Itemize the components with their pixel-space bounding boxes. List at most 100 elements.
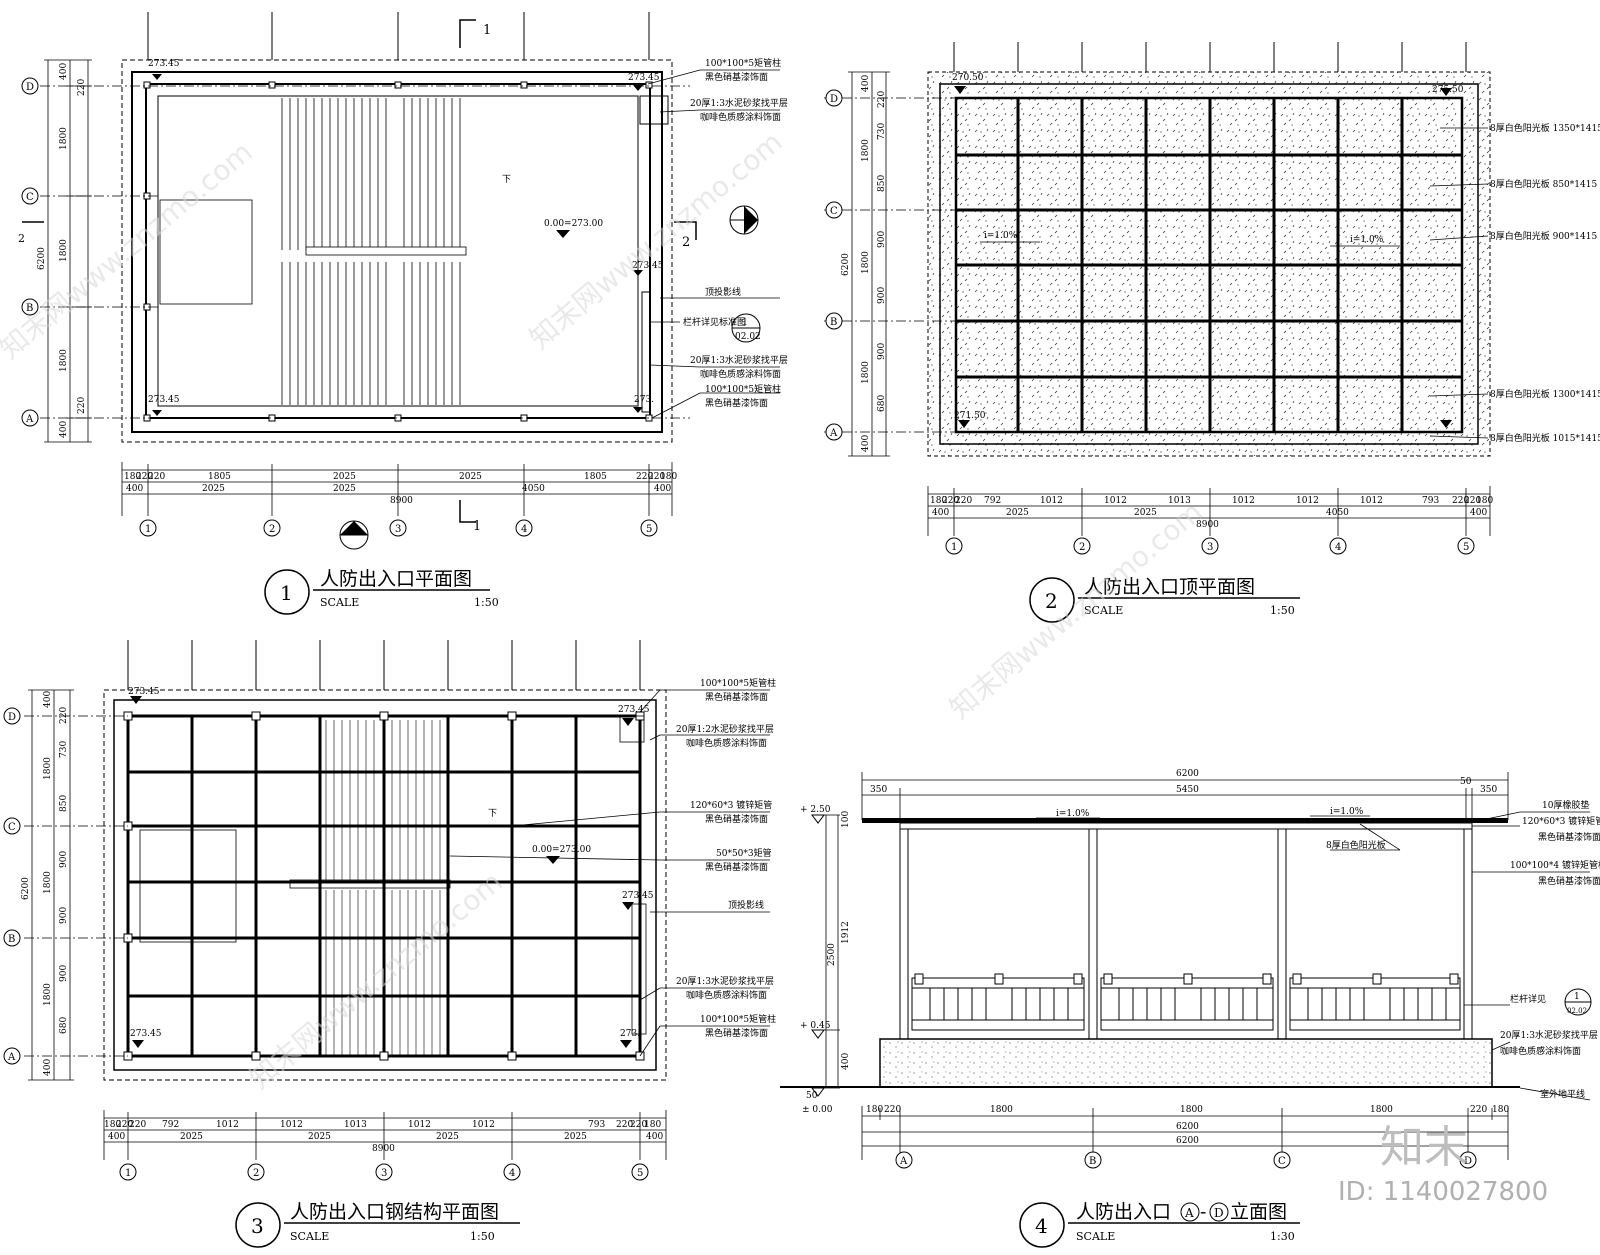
d1-elev-4: 273.45 (148, 395, 180, 405)
d4-dim-left-3: 400 (841, 1053, 851, 1070)
d1-dim-b1-4: 2025 (333, 472, 356, 482)
d2-slope-1: i=1.0% (984, 231, 1018, 241)
d2-elev-1: 270.50 (952, 73, 984, 83)
d1-note-6: 栏杆详见标准图 (683, 316, 746, 328)
d1-axis-A: A (25, 414, 34, 425)
d3-dim-b2-3: 2025 (436, 1132, 459, 1142)
d1-note-7: 20厚1:3水泥砂浆找平层 (690, 354, 788, 366)
d4-scale: 1:30 (1270, 1230, 1295, 1243)
d2-axis-1: 1 (951, 542, 957, 553)
d2-dim-left-5: 900 (877, 231, 887, 248)
d2-dim-b1-13: 180 (1476, 496, 1493, 506)
d4-dim-left-4: 50 (806, 1091, 818, 1101)
d4-note-1: 10厚橡胶垫 (1542, 799, 1589, 811)
d2-dim-left-7: 900 (877, 343, 887, 360)
d3-dim-b1-12: 180 (644, 1120, 661, 1130)
d4-dim-b1-0: 180 (866, 1105, 883, 1115)
d3-axis-A: A (7, 1052, 16, 1063)
d2-axis-3: 3 (1207, 542, 1213, 553)
d1-dim-b-total: 8900 (390, 496, 413, 506)
d1-elev-1: 273.45 (148, 59, 180, 69)
d1-scale: 1:50 (474, 596, 499, 609)
d2-title-number: 2 (1045, 589, 1058, 613)
d1-dim-b1-5: 2025 (459, 472, 482, 482)
d3-elev-1: 273.45 (128, 687, 160, 697)
d3-note-6: 黑色硝基漆饰面 (705, 813, 768, 825)
d1-axis-1: 1 (145, 524, 151, 535)
d3-axis-2: 2 (253, 1168, 259, 1179)
d4-note-10: 室外地平线 (1540, 1088, 1585, 1100)
d4-note-2: 120*60*3 镀锌矩管 (1522, 815, 1600, 827)
d2-axis-C: C (830, 206, 838, 217)
d2-dim-b-total: 8900 (1196, 520, 1219, 530)
d1-dim-b1-2: 220 (148, 472, 165, 482)
d3-dim-left-5: 900 (59, 851, 69, 868)
watermark-2: 知末网www.znzmo.com (523, 125, 788, 355)
d3-dim-b1-10: 220 (616, 1120, 633, 1130)
d1-note-5: 顶投影线 (705, 286, 741, 298)
d4-title-number: 4 (1035, 1214, 1048, 1238)
d2-dim-b1-0: 180 (930, 496, 947, 506)
d2-dim-b1-2: 220 (955, 496, 972, 506)
d2-dim-b1-12: 220 (1464, 496, 1481, 506)
d3-dim-b2-5: 400 (646, 1132, 663, 1142)
d3-axis-4: 4 (509, 1168, 515, 1179)
d4-axis-D: D (1464, 1156, 1472, 1167)
d4-slope-1: i=1.0% (1056, 809, 1090, 819)
d2-dim-b1-9: 1012 (1360, 496, 1383, 506)
d3-dim-b2-1: 2025 (180, 1132, 203, 1142)
d1-dim-left-8: 400 (59, 421, 69, 438)
d1-elev-2: 273.45 (628, 73, 660, 83)
d4-level-mid: + 0.45 (800, 1021, 831, 1031)
d2-dim-b1-7: 1012 (1232, 496, 1255, 506)
d4-dim-b2: 6200 (1176, 1122, 1199, 1132)
d2-title: 人防出入口顶平面图 (1084, 576, 1255, 598)
d3-elev-5: 273. (620, 1029, 640, 1039)
d1-dim-b2-1: 2025 (202, 484, 225, 494)
d2-dim-b2-0: 400 (932, 508, 949, 518)
d2-dim-left-11: 400 (861, 435, 871, 452)
d1-dim-b1-1: 220 (136, 472, 153, 482)
d1-dim-left-3: 1800 (59, 127, 69, 150)
d1-dim-b1-7: 220 (636, 472, 653, 482)
d4-note-5: 黑色硝基漆饰面 (1538, 875, 1600, 887)
d2-note-4: 8厚白色阳光板 1300*1415 (1490, 388, 1600, 400)
d3-axis-C: C (8, 822, 16, 833)
d1-dim-b2-2: 2025 (333, 484, 356, 494)
d1-dim-b1-0: 180 (124, 472, 141, 482)
d4-dim-top-1: 5450 (1176, 785, 1199, 795)
d3-note-12: 100*100*5矩管柱 (700, 1013, 776, 1025)
d2-axis-B: B (830, 317, 837, 328)
d3-note-10: 20厚1:3水泥砂浆找平层 (676, 975, 774, 987)
d1-section-mark-left: 2 (18, 232, 25, 245)
d1-section-mark-top: 1 (483, 23, 491, 38)
svg-text:02.02: 02.02 (735, 332, 761, 342)
d2-elev-3: 271.50 (954, 411, 986, 421)
watermark-4: 知末网www.znzmo.com (243, 865, 508, 1095)
d4-note-4: 100*100*4 镀锌矩管柱 (1510, 859, 1600, 871)
d4-dim-b1-4: 1800 (1370, 1105, 1393, 1115)
d4-level-top: + 2.50 (800, 805, 831, 815)
d3-dim-left-g1: 1800 (43, 871, 53, 894)
d4-note-3: 黑色硝基漆饰面 (1538, 831, 1600, 843)
d2-dim-left-3: 730 (877, 123, 887, 140)
d1-title-block: 1 人防出入口平面图 SCALE 1:50 (264, 568, 499, 615)
d1-note-1: 100*100*5矩管柱 (705, 57, 781, 69)
d4-dim-left-2: 2500 (827, 943, 837, 966)
d2-axis-A: A (829, 428, 838, 439)
d1-dim-b2-3: 4050 (522, 484, 545, 494)
d1-note-9: 100*100*5矩管柱 (705, 383, 781, 395)
d2-dim-b1-8: 1012 (1296, 496, 1319, 506)
d3-elev-floor: 0.00=273.00 (532, 845, 591, 855)
d4-note-6: 8厚白色阳光板 (1326, 839, 1386, 851)
d1-axis-2: 2 (269, 524, 275, 535)
d3-dim-b-total: 8900 (372, 1144, 395, 1154)
d3-note-5: 120*60*3 镀锌矩管 (690, 799, 772, 811)
d3-dim-left-6: 900 (59, 907, 69, 924)
d1-dim-b1-3: 1805 (208, 472, 231, 482)
d1-dim-left-4: 1800 (59, 239, 69, 262)
d3-dim-left-4: 850 (59, 795, 69, 812)
d3-elev-4: 273.45 (130, 1029, 162, 1039)
d2-dim-left-g0: 1800 (861, 139, 871, 162)
